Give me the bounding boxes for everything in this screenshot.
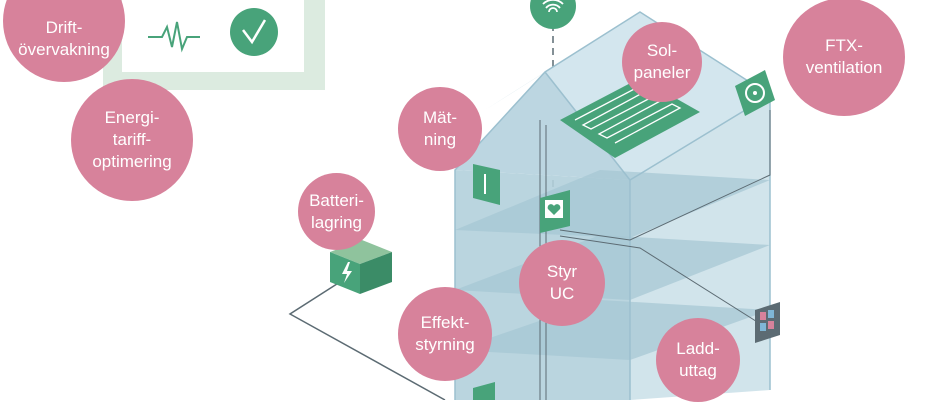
charging-panel [755,302,780,343]
label-styr-uc: Styr UC [519,240,605,326]
wifi-icon [530,0,576,29]
label-ftx-ventilation: FTX- ventilation [783,0,905,116]
label-effektstyrning: Effekt- styrning [398,287,492,381]
monitoring-panel [103,0,325,90]
battery-box [330,240,392,294]
heartbeat-icon [148,21,200,53]
label-energitariffoptimering: Energi- tariff- optimering [71,79,193,201]
meter-device [473,382,495,400]
fan-icon [735,70,775,116]
lightning-icon [342,262,352,283]
check-icon [230,8,278,56]
label-solpaneler: Sol- paneler [622,22,702,102]
heart-icon [540,190,570,233]
thermometer-icon [473,164,500,205]
label-matning: Mät- ning [398,87,482,171]
label-batterilagring: Batteri- lagring [298,173,375,250]
label-laddsuttag: Ladd- uttag [656,318,740,402]
